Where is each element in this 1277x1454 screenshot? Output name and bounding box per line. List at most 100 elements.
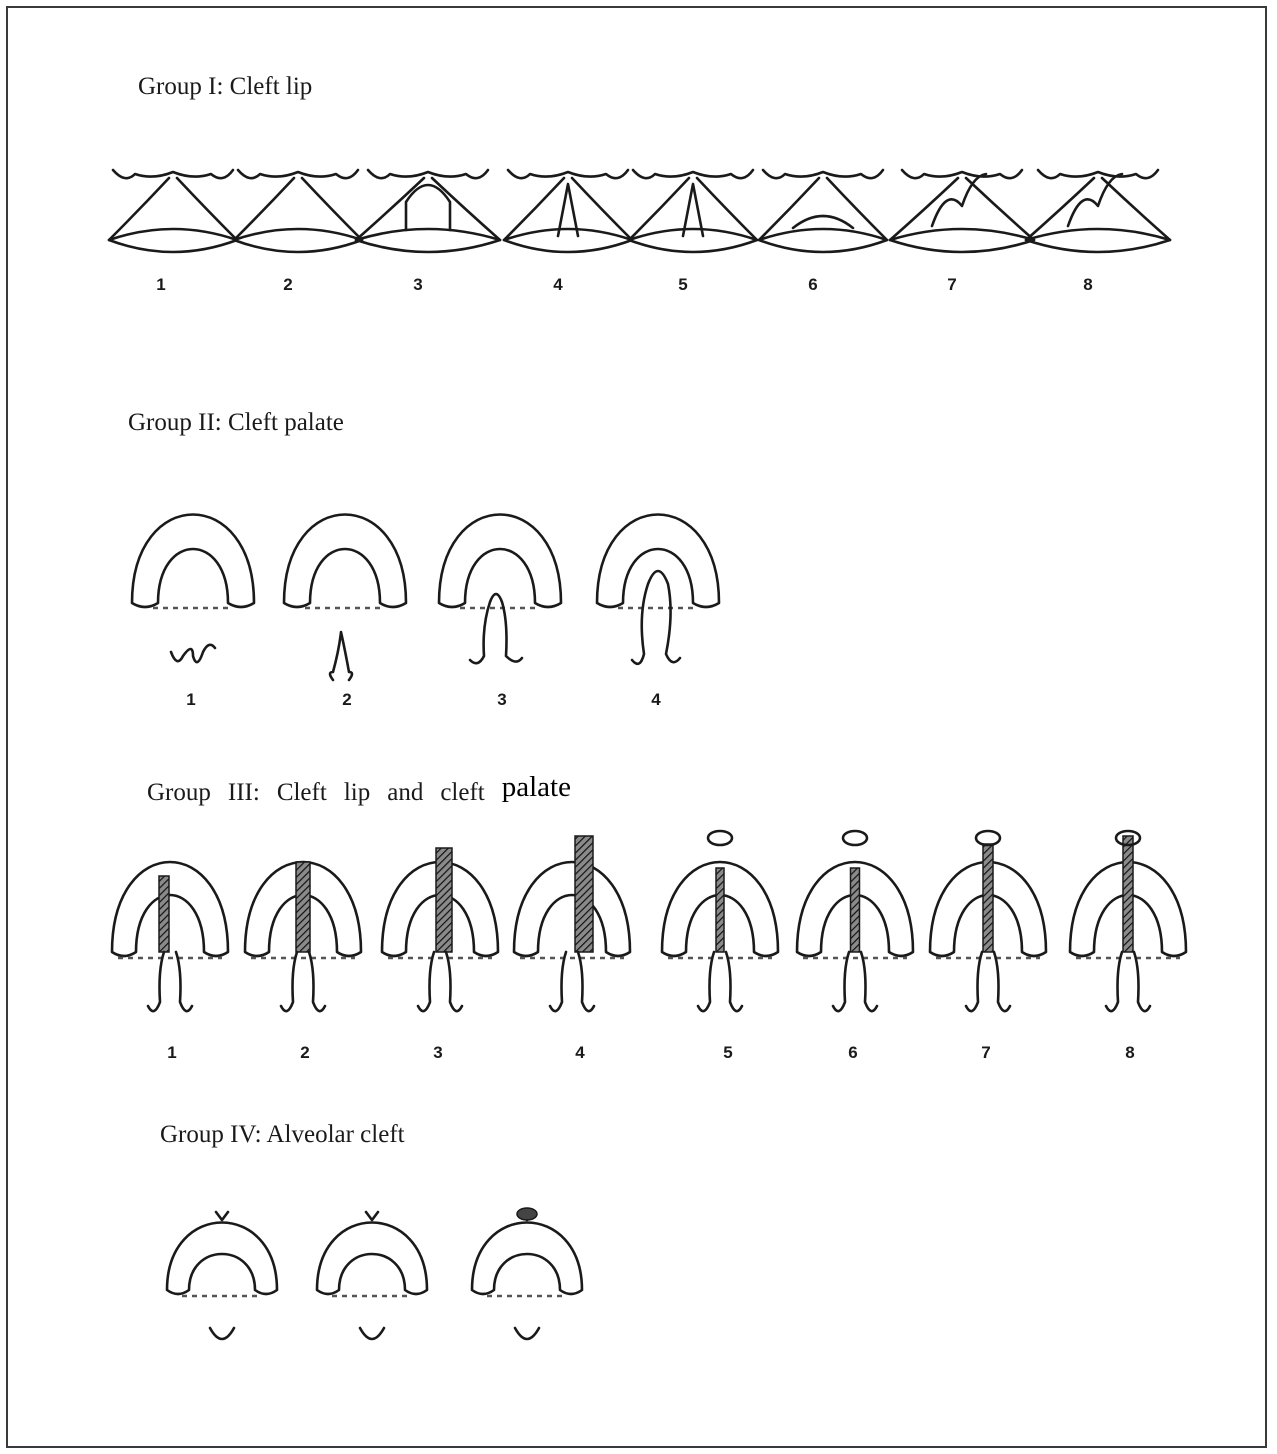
group-1-label: 4 xyxy=(553,275,563,294)
lip-vermilion xyxy=(109,229,237,252)
hatched-cleft xyxy=(983,844,993,952)
palatal-arch xyxy=(112,862,228,956)
lip-vermilion xyxy=(1026,229,1170,252)
premaxilla xyxy=(843,831,867,845)
philtrum-columns xyxy=(356,178,500,240)
premaxilla xyxy=(976,831,1000,845)
uvula-halves xyxy=(148,952,192,1011)
uvula-halves xyxy=(833,952,877,1011)
nasal-outline xyxy=(113,170,233,178)
uvula-halves xyxy=(1106,952,1150,1011)
group-2-label: 3 xyxy=(497,690,506,709)
cleft-palate-figure xyxy=(132,515,254,663)
hatched-cleft xyxy=(159,876,169,952)
group-1-label: 8 xyxy=(1083,275,1092,294)
group-1-label: 6 xyxy=(808,275,817,294)
group-3-label: 8 xyxy=(1125,1043,1134,1062)
palatal-arch xyxy=(317,1223,427,1295)
premaxilla xyxy=(708,831,732,845)
hatched-cleft xyxy=(851,868,860,952)
nasal-outline xyxy=(763,170,883,178)
uvula-halves xyxy=(698,952,742,1011)
alveolar-gap xyxy=(366,1212,378,1220)
lip-vermilion xyxy=(890,229,1034,252)
palatal-arch xyxy=(597,515,719,608)
uvula-mark xyxy=(360,1328,384,1339)
cleft-palate-figure xyxy=(284,515,406,681)
uvula-cleft xyxy=(330,632,352,680)
cleft-line xyxy=(932,174,986,226)
cleft-lip-figure xyxy=(356,170,500,252)
alveolar-cleft-figure xyxy=(472,1208,582,1339)
lip-vermilion xyxy=(629,229,757,252)
group-2-labels: 1 2 3 4 xyxy=(186,690,661,709)
philtrum-columns xyxy=(890,178,1034,240)
group-3-figures xyxy=(112,831,1186,1011)
cleft-lip-palate-figure xyxy=(245,862,361,1011)
hatched-cleft xyxy=(716,868,724,952)
cleft-palate-figure xyxy=(597,515,719,664)
hatched-cleft xyxy=(575,836,593,952)
alveolar-gap xyxy=(216,1212,228,1220)
alveolar-cleft-figure xyxy=(167,1212,277,1339)
group-3-label: 2 xyxy=(300,1043,309,1062)
cleft-lip-figure xyxy=(1026,170,1170,252)
group-4-figures xyxy=(167,1208,582,1339)
uvula-mark xyxy=(210,1328,234,1339)
palatal-arch xyxy=(132,515,254,608)
group-1-figures xyxy=(109,170,1170,252)
group-3-label: 4 xyxy=(575,1043,585,1062)
palatal-arch xyxy=(284,515,406,608)
uvula-halves xyxy=(966,952,1010,1011)
uvula-mark xyxy=(515,1328,539,1339)
full-palate-cleft xyxy=(632,571,680,664)
cleft-palate-figure xyxy=(439,515,561,664)
hatched-cleft xyxy=(296,862,310,952)
group-1-label: 2 xyxy=(283,275,292,294)
group-2-label: 1 xyxy=(186,690,195,709)
soft-palate-cleft xyxy=(470,594,522,663)
cleft-lip-palate-figure xyxy=(1070,831,1186,1011)
hatched-cleft xyxy=(1123,836,1133,952)
cleft-lip-figure xyxy=(759,170,887,252)
group-3-label: 3 xyxy=(433,1043,442,1062)
cleft-lip-figure xyxy=(504,170,632,252)
uvula-halves xyxy=(418,952,462,1011)
group-3-label: 6 xyxy=(848,1043,857,1062)
cleft-lip-palate-figure xyxy=(662,831,778,1011)
cleft-lip-palate-figure xyxy=(112,862,228,1011)
group-2-label: 2 xyxy=(342,690,351,709)
alveolar-segment xyxy=(517,1208,537,1220)
group-3-label: 5 xyxy=(723,1043,732,1062)
cleft-lip-figure xyxy=(890,170,1034,252)
uvula-split xyxy=(171,645,215,662)
lip-vermilion xyxy=(504,229,632,252)
alveolar-cleft-figure xyxy=(317,1212,427,1339)
group-1-label: 3 xyxy=(413,275,422,294)
philtrum-columns xyxy=(759,178,887,240)
group-2-label: 4 xyxy=(651,690,661,709)
cleft-lip-figure xyxy=(234,170,362,252)
lip-vermilion xyxy=(356,229,500,252)
cleft-lip-figure xyxy=(629,170,757,252)
group-1-label: 1 xyxy=(156,275,165,294)
nasal-outline xyxy=(902,170,1022,178)
hatched-cleft xyxy=(436,848,452,952)
group-3-label: 1 xyxy=(167,1043,176,1062)
palatal-arch xyxy=(439,515,561,608)
cleft-line xyxy=(793,216,853,228)
group-2-figures xyxy=(132,515,719,681)
uvula-halves xyxy=(550,952,594,1011)
palatal-arch xyxy=(514,862,630,956)
palatal-arch xyxy=(167,1223,277,1295)
cleft-lip-figure xyxy=(109,170,237,252)
nasal-outline xyxy=(1038,170,1158,178)
cleft-lip-palate-figure xyxy=(797,831,913,1011)
uvula-halves xyxy=(281,952,325,1011)
cleft-line xyxy=(1068,174,1122,226)
group-1-label: 5 xyxy=(678,275,687,294)
nasal-outline xyxy=(368,170,488,178)
